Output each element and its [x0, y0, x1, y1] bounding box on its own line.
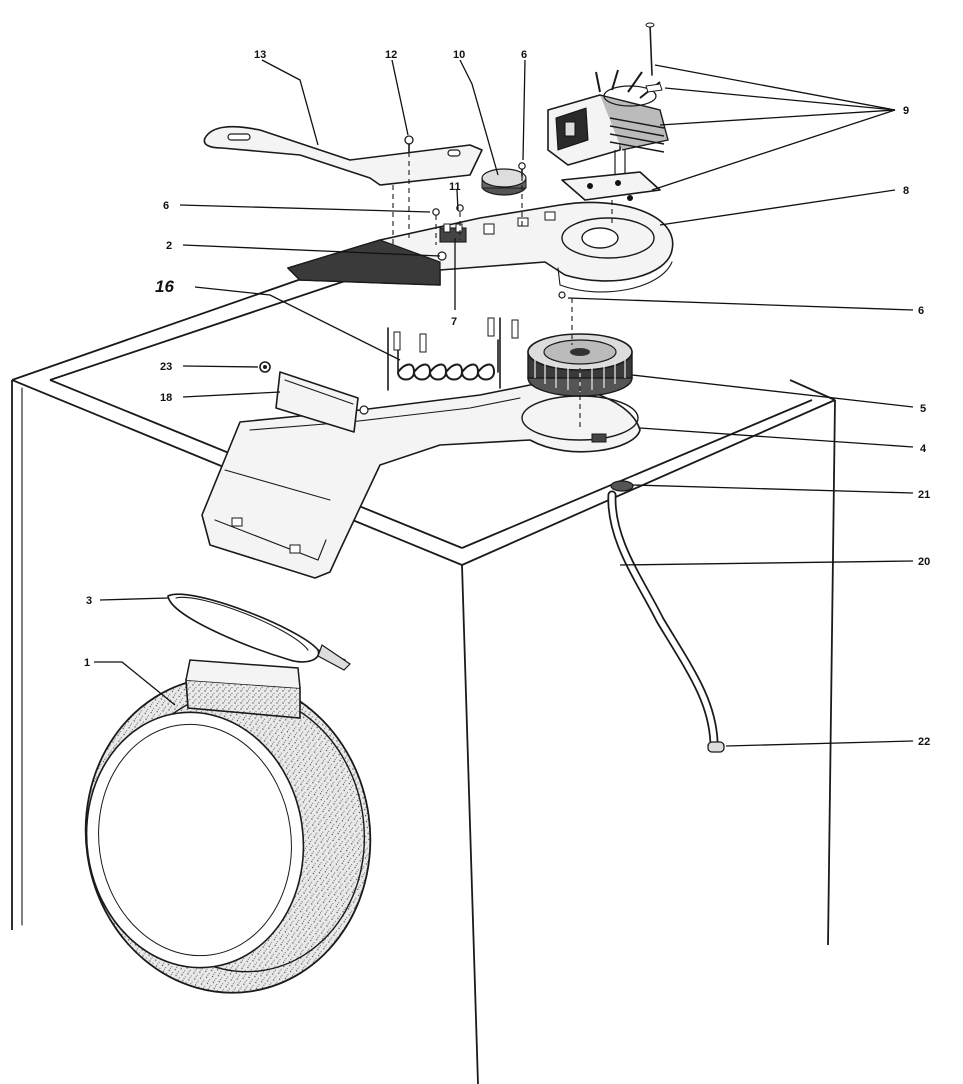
callout-21: 21	[918, 489, 930, 501]
fan-motor	[548, 23, 668, 201]
callout-23: 23	[160, 361, 172, 373]
callout-2: 2	[166, 240, 172, 252]
mounting-bracket	[204, 127, 482, 185]
callout-22: 22	[918, 736, 930, 748]
callout-13: 13	[254, 49, 266, 61]
door-seal-gasket	[65, 659, 390, 1011]
callout-9: 9	[903, 105, 909, 117]
thermostat	[482, 169, 526, 195]
callout-11: 11	[449, 181, 461, 193]
callout-7: 7	[451, 316, 457, 328]
callout-18: 18	[160, 392, 172, 404]
drain-hose	[611, 481, 724, 752]
callout-6-top: 6	[521, 49, 527, 61]
callout-16: 16	[155, 277, 174, 296]
callout-20: 20	[918, 556, 930, 568]
clamp-band	[168, 594, 350, 670]
fan-housing-cover	[288, 202, 673, 292]
callout-5: 5	[920, 403, 926, 415]
callout-10: 10	[453, 49, 465, 61]
callout-8: 8	[903, 185, 909, 197]
callout-4: 4	[920, 443, 927, 455]
heater-element	[388, 318, 518, 390]
callout-6-left: 6	[163, 200, 169, 212]
callout-6-right: 6	[918, 305, 924, 317]
callout-1: 1	[84, 657, 90, 669]
callout-3: 3	[86, 595, 92, 607]
callout-12: 12	[385, 49, 397, 61]
